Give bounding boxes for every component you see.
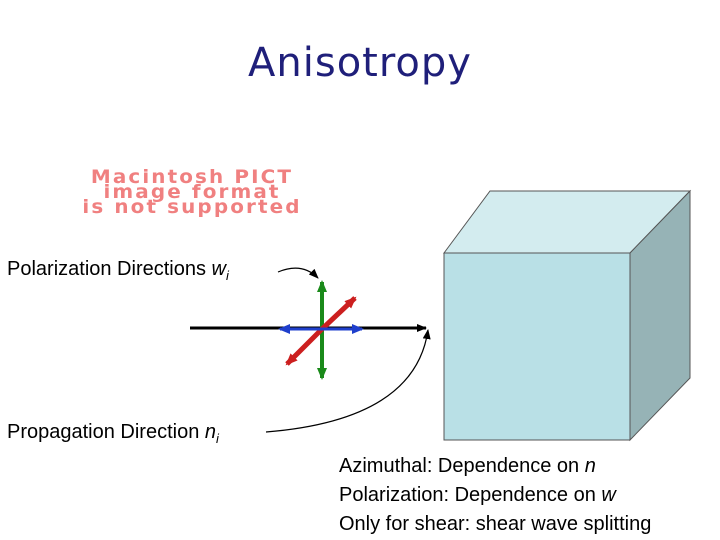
polarization-leader-curve bbox=[277, 267, 319, 279]
pict-line-3: is not supported bbox=[82, 196, 302, 218]
anisotropy-notes: Azimuthal: Dependence on n Polarization:… bbox=[339, 452, 651, 539]
note-azimuthal: Azimuthal: Dependence on n bbox=[339, 452, 651, 481]
polarization-arrow-red-up bbox=[320, 296, 357, 331]
polarization-directions-label: Polarization Directions wi bbox=[7, 258, 229, 283]
polarization-label-text: Polarization Directions bbox=[7, 258, 212, 280]
propagation-subscript: i bbox=[216, 431, 219, 446]
propagation-symbol: n bbox=[204, 421, 217, 443]
cube-front-face bbox=[443, 252, 631, 441]
note-polarization: Polarization: Dependence on w bbox=[339, 481, 651, 510]
polarization-arrow-red-down bbox=[285, 327, 324, 366]
anisotropic-cube bbox=[443, 189, 692, 442]
propagation-leader-curve bbox=[265, 329, 431, 433]
polarization-subscript: i bbox=[225, 268, 229, 283]
polarization-symbol: w bbox=[211, 258, 226, 280]
pict-line-2: image format bbox=[103, 181, 281, 203]
note-azimuthal-symbol: n bbox=[584, 455, 596, 477]
note-polarization-symbol: w bbox=[601, 484, 616, 506]
propagation-label-text: Propagation Direction bbox=[7, 421, 205, 443]
propagation-direction-label: Propagation Direction ni bbox=[7, 421, 219, 446]
note-polarization-text: Polarization: Dependence on bbox=[339, 484, 602, 506]
note-shear: Only for shear: shear wave splitting bbox=[339, 513, 652, 535]
pict-unsupported-placeholder: Macintosh PICT image format is not suppo… bbox=[16, 166, 369, 218]
note-azimuthal-text: Azimuthal: Dependence on bbox=[339, 455, 585, 477]
pict-line-1: Macintosh PICT bbox=[90, 166, 294, 188]
slide-title: Anisotropy bbox=[248, 40, 472, 86]
